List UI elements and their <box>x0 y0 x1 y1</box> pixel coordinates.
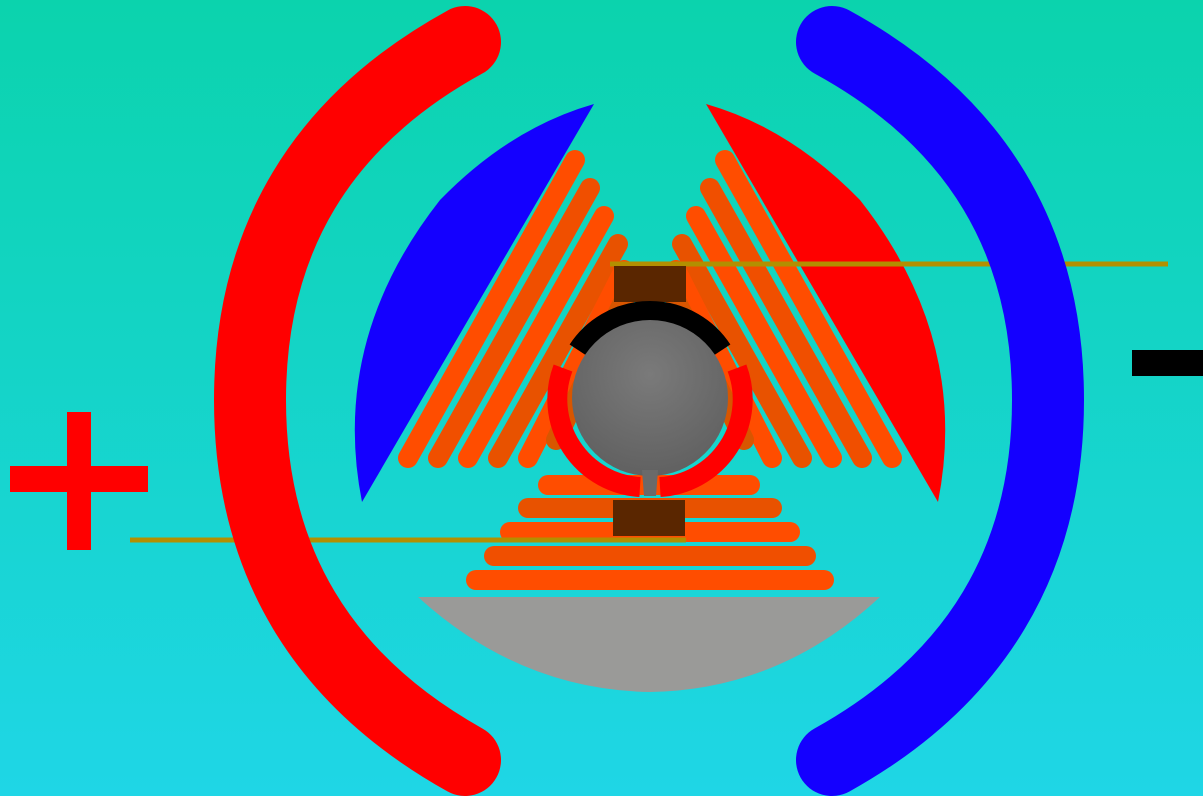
bottom-brush <box>613 500 685 536</box>
top-brush <box>614 266 686 302</box>
rotor-shaft <box>642 470 658 496</box>
minus-sign-icon <box>1132 350 1203 376</box>
rotor <box>572 320 728 476</box>
